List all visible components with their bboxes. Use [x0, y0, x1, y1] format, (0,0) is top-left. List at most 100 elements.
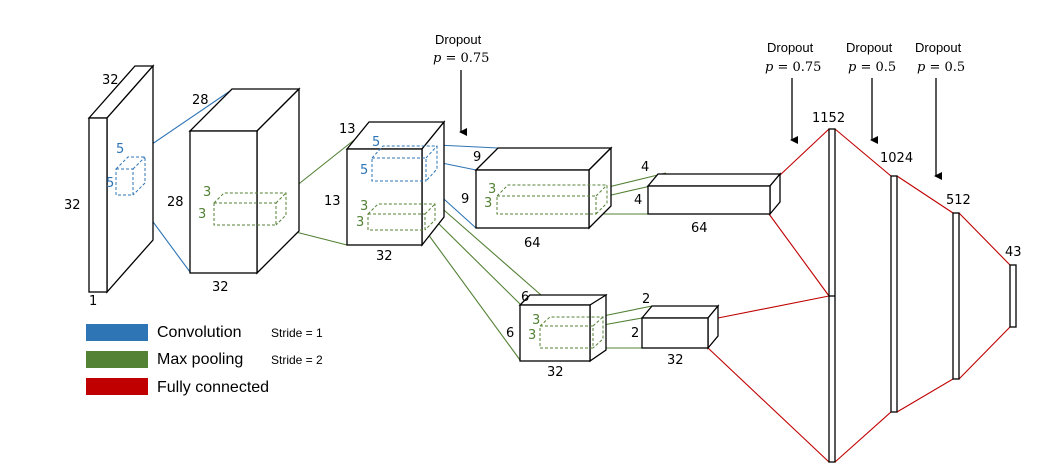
legend-item-max-pooling: Max pooling Stride = 2: [86, 351, 323, 368]
dropout-probability: p = 0.75: [433, 51, 489, 66]
legend-label: Max pooling: [157, 351, 243, 368]
fc-1024-layer: [890, 175, 898, 413]
pool1-conv-kernel-label: 5: [372, 135, 380, 150]
conv1-kernel-size-label: 3: [198, 207, 206, 222]
pool2-top-face: [646, 173, 782, 187]
input-width-label: 32: [102, 73, 119, 88]
pool1-depth-label: 13: [339, 122, 356, 137]
conv1-front-face: [189, 130, 258, 274]
pool1-front-face: [346, 148, 423, 246]
pool1-pool-kernel-label: 3: [356, 215, 364, 230]
fc-connection-line: [896, 378, 954, 413]
pool1-pool-kernel: [367, 203, 436, 231]
pool3-top-face: [640, 305, 720, 319]
conv3-height-label: 6: [506, 326, 514, 341]
input-kernel: [115, 156, 146, 196]
conv1-height-label: 28: [167, 195, 184, 210]
conv3-front-face: [519, 304, 591, 362]
pool3-depth-label: 2: [642, 292, 650, 307]
legend: Convolution Stride = 1 Max pooling Strid…: [86, 324, 323, 396]
input-layer: 32 32 1 5 5: [64, 64, 155, 309]
pool1-height-label: 13: [324, 194, 341, 209]
fc-connection-line: [717, 295, 830, 319]
dropout-label: Dropout: [767, 40, 814, 55]
pool3-front-face: [641, 317, 709, 349]
pool1-conv-kernel-label: 5: [360, 163, 368, 178]
conv1-layer: 28 28 32 3 3: [167, 87, 301, 295]
pool3-projection-line: [602, 317, 643, 326]
conv3-layer: 6 6 32 3 3: [506, 290, 608, 380]
conv2-kernel: [496, 184, 608, 215]
dropout-annotation: Dropout p = 0.75: [765, 40, 821, 144]
conv3-projection-line: [436, 203, 542, 296]
conv2-width-label: 64: [524, 236, 541, 251]
conv1-width-label: 32: [212, 280, 229, 295]
dropout-label: Dropout: [435, 32, 482, 47]
pool1-pool-kernel-label: 3: [360, 199, 368, 214]
fc-connection-line: [958, 212, 1011, 266]
fc-connection-line: [778, 128, 830, 177]
fc-43-layer: [1009, 264, 1017, 328]
pool2-projection-line: [606, 184, 656, 197]
pool1-conv-kernel: [371, 145, 438, 182]
pool2-layer: 4 4 64: [634, 160, 782, 236]
dropout-annotation: Dropout p = 0.75: [433, 32, 489, 136]
pool1-width-label: 32: [376, 249, 393, 264]
conv2-front-face: [475, 169, 590, 229]
conv3-width-label: 32: [547, 365, 564, 380]
conv3-depth-label: 6: [521, 290, 529, 305]
fc-connection-line: [834, 128, 892, 177]
dropout-probability: p = 0.5: [848, 60, 896, 75]
input-front-face: [88, 117, 108, 293]
dropout-annotation: Dropout p = 0.5: [846, 40, 896, 144]
conv3-kernel-size-label: 3: [528, 328, 536, 343]
conv2-depth-label: 9: [473, 150, 481, 165]
legend-stride-note: Stride = 1: [271, 326, 323, 340]
conv3-projection-line: [424, 229, 521, 361]
pool3-height-label: 2: [631, 326, 639, 341]
conv2-projection-line: [436, 144, 499, 149]
conv2-kernel-size-label: 3: [488, 182, 496, 197]
dropout-probability: p = 0.75: [765, 60, 821, 75]
legend-stride-note: Stride = 2: [271, 353, 323, 367]
fc-layers: 1152 1024 512 43: [812, 111, 1022, 463]
fc-512-units-label: 512: [946, 193, 971, 208]
fc-1024-units-label: 1024: [880, 151, 913, 166]
input-kernel-size-label: 5: [106, 176, 114, 191]
fc-512-layer: [952, 212, 960, 380]
pool2-height-label: 4: [634, 193, 642, 208]
legend-label: Convolution: [157, 324, 242, 341]
pool3-width-label: 32: [667, 353, 684, 368]
pool3-layer: 2 2 32: [631, 292, 720, 368]
pool1-layer: 13 13 32 5 5 3 3: [324, 120, 446, 264]
conv3-kernel: [539, 316, 604, 349]
legend-swatch: [86, 324, 148, 341]
input-channels-label: 1: [89, 294, 97, 309]
conv1-kernel-size-label: 3: [203, 185, 211, 200]
pool2-depth-label: 4: [641, 160, 649, 175]
conv1-kernel: [213, 192, 287, 226]
conv3-kernel-size-label: 3: [532, 313, 540, 328]
input-kernel-size-label: 5: [116, 142, 124, 157]
conv2-kernel-size-label: 3: [484, 196, 492, 211]
fc-1152-units-label: 1152: [812, 111, 845, 126]
fc-connection-line: [958, 326, 1011, 380]
fc-43-units-label: 43: [1005, 245, 1022, 260]
pool2-front-face: [647, 185, 771, 215]
pool2-width-label: 64: [691, 221, 708, 236]
dropout-annotation: Dropout p = 0.5: [915, 40, 965, 180]
conv2-height-label: 9: [461, 192, 469, 207]
fc-connection-line: [896, 175, 954, 214]
conv1-depth-label: 28: [192, 93, 209, 108]
conv3-side-face: [589, 293, 607, 363]
dropout-label: Dropout: [915, 40, 962, 55]
conv3-projection-line: [436, 221, 521, 305]
legend-swatch: [86, 351, 148, 368]
legend-swatch: [86, 378, 148, 395]
dropout-label: Dropout: [846, 40, 893, 55]
dropout-annotations: Dropout p = 0.75 Dropout p = 0.75 Dropou…: [433, 32, 965, 180]
input-height-label: 32: [64, 198, 81, 213]
fc-connection-line: [834, 411, 892, 463]
fc-connection-line: [707, 347, 830, 463]
